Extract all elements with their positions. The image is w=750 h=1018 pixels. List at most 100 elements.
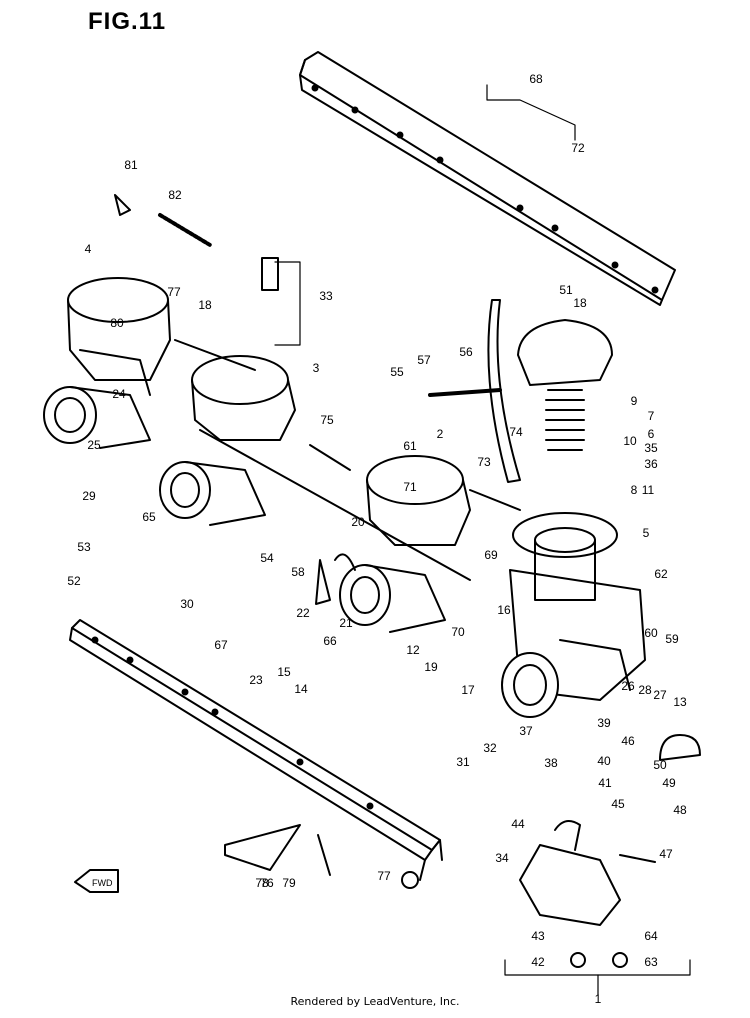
callout-42: 42 [531, 955, 545, 969]
carburetor-4 [501, 569, 646, 718]
callout-19: 19 [424, 660, 438, 674]
callout-77: 77 [167, 285, 181, 299]
callout-56: 56 [459, 345, 473, 359]
callout-1: 1 [595, 992, 602, 1006]
callout-53: 53 [77, 540, 91, 554]
callout-69: 69 [484, 548, 498, 562]
callout-82: 82 [168, 188, 182, 202]
float-bowl [519, 820, 621, 926]
carburetor-2 [159, 355, 296, 526]
figure-title: FIG.11 [88, 8, 167, 35]
callout-63: 63 [644, 955, 658, 969]
callout-17: 17 [461, 683, 475, 697]
callout-11: 11 [642, 483, 655, 497]
callout-14: 14 [294, 682, 308, 696]
callout-75: 75 [320, 413, 334, 427]
callout-10: 10 [623, 434, 637, 448]
callout-79: 79 [282, 876, 296, 890]
callout-31: 31 [456, 755, 470, 769]
callout-2: 2 [437, 427, 444, 441]
callout-38: 38 [544, 756, 558, 770]
callout-3: 3 [313, 361, 320, 375]
callout-23: 23 [249, 673, 263, 687]
callout-9: 9 [631, 394, 638, 408]
carburetor-3 [339, 455, 471, 633]
bottom-bracket [69, 619, 443, 881]
callout-77: 77 [377, 869, 391, 883]
callout-36: 36 [644, 457, 658, 471]
callout-21: 21 [339, 616, 353, 630]
callout-12: 12 [406, 643, 420, 657]
callout-81: 81 [124, 158, 138, 172]
callout-41: 41 [598, 776, 612, 790]
callout-39: 39 [597, 716, 611, 730]
callout-58: 58 [291, 565, 305, 579]
callout-25: 25 [87, 438, 101, 452]
callout-71: 71 [403, 480, 417, 494]
callout-13: 13 [673, 695, 687, 709]
callout-64: 64 [644, 929, 658, 943]
callout-34: 34 [495, 851, 509, 865]
callout-60: 60 [644, 626, 658, 640]
callout-46: 46 [621, 734, 635, 748]
callout-5: 5 [643, 526, 650, 540]
callout-22: 22 [296, 606, 310, 620]
callout-16: 16 [497, 603, 511, 617]
callout-73: 73 [477, 455, 491, 469]
callout-59: 59 [665, 632, 679, 646]
callout-37: 37 [519, 724, 533, 738]
callout-6: 6 [648, 427, 655, 441]
callout-44: 44 [511, 817, 525, 831]
callout-61: 61 [403, 439, 417, 453]
callout-43: 43 [531, 929, 545, 943]
callout-7: 7 [648, 409, 655, 423]
callout-18: 18 [198, 298, 212, 312]
callout-29: 29 [82, 489, 96, 503]
callout-45: 45 [611, 797, 625, 811]
callout-24: 24 [112, 387, 126, 401]
small-parts [114, 194, 701, 968]
callout-49: 49 [662, 776, 676, 790]
callout-66: 66 [323, 634, 337, 648]
callout-54: 54 [260, 551, 274, 565]
callout-76: 76 [260, 876, 274, 890]
callout-18: 18 [573, 296, 587, 310]
callout-55: 55 [390, 365, 404, 379]
callout-70: 70 [451, 625, 465, 639]
callout-35: 35 [644, 441, 658, 455]
callout-62: 62 [654, 567, 668, 581]
callout-32: 32 [483, 741, 497, 755]
callout-20: 20 [351, 515, 365, 529]
callout-65: 65 [142, 510, 156, 524]
callout-30: 30 [180, 597, 194, 611]
callout-26: 26 [621, 679, 635, 693]
callout-57: 57 [417, 353, 431, 367]
throttle-linkage [174, 339, 521, 581]
callout-33: 33 [319, 289, 333, 303]
callout-51: 51 [559, 283, 573, 297]
footer-credit: Rendered by LeadVenture, Inc. [290, 995, 460, 1008]
callout-52: 52 [67, 574, 81, 588]
front-arrow: FWD [74, 869, 119, 893]
callout-15: 15 [277, 665, 291, 679]
carburetor-1 [43, 277, 171, 449]
callout-47: 47 [659, 847, 673, 861]
callout-40: 40 [597, 754, 611, 768]
callout-50: 50 [653, 758, 667, 772]
callout-4: 4 [85, 242, 92, 256]
front-arrow-label: FWD [92, 878, 113, 888]
callout-27: 27 [653, 688, 667, 702]
callout-8: 8 [631, 483, 638, 497]
callout-78: 78 [255, 876, 269, 890]
top-cap-assembly [487, 299, 618, 601]
callout-80: 80 [110, 316, 124, 330]
callout-48: 48 [673, 803, 687, 817]
callout-68: 68 [529, 72, 543, 86]
top-bracket [299, 51, 676, 306]
callout-28: 28 [638, 683, 652, 697]
callout-72: 72 [571, 141, 585, 155]
callout-67: 67 [214, 638, 228, 652]
